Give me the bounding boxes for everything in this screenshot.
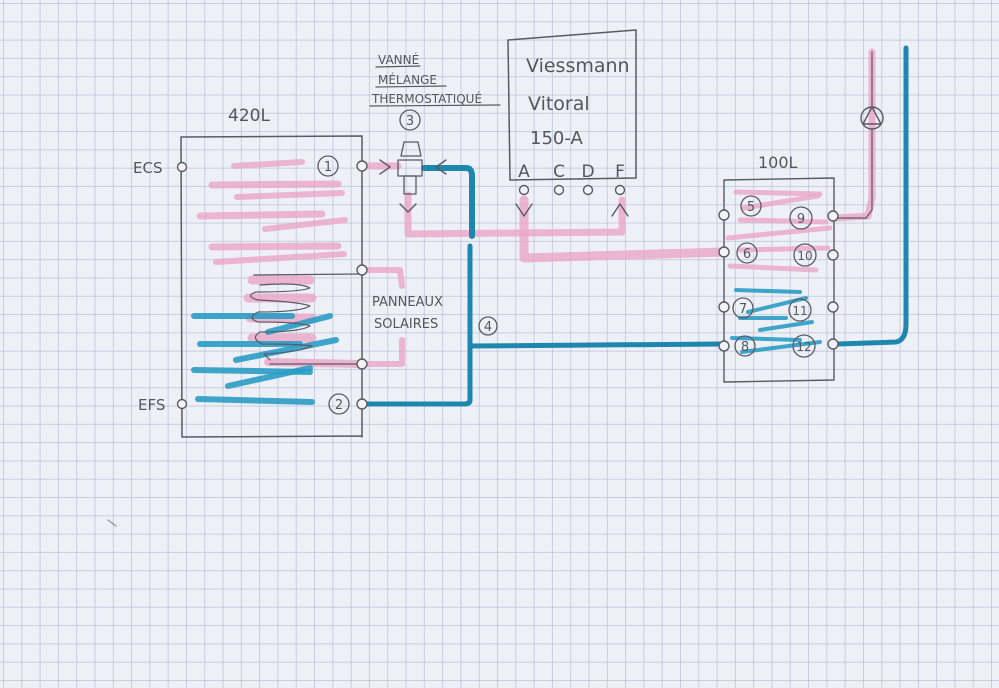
cold-zone-fill-small-tank bbox=[730, 288, 822, 354]
pipe-valve-cold-in bbox=[421, 165, 475, 239]
solar-label-2: SOLAIRES bbox=[374, 317, 438, 332]
port-12 bbox=[827, 338, 839, 350]
pipe-port12-riser bbox=[835, 45, 909, 347]
port-11 bbox=[827, 301, 839, 313]
efs-label: EFS bbox=[138, 396, 165, 414]
tank-420l bbox=[176, 135, 368, 438]
port-9 bbox=[827, 210, 839, 222]
port-5-number: 5 bbox=[747, 200, 755, 215]
solar-coil bbox=[249, 273, 363, 365]
port-8-number: 8 bbox=[741, 340, 749, 355]
junction-circle bbox=[478, 316, 498, 336]
boiler-brand: Viessmann bbox=[526, 55, 630, 77]
valve-label-3: THERMOSTATIQUÉ bbox=[371, 91, 482, 106]
pipe-valve-to-boiler-f bbox=[404, 191, 626, 238]
boiler-conn-a: A bbox=[518, 162, 530, 182]
valve-label-2: MÉLANGE bbox=[378, 72, 437, 87]
port-9-number: 9 bbox=[797, 212, 805, 227]
boiler-conn-c: C bbox=[553, 162, 565, 182]
boiler-conn-d: D bbox=[581, 162, 594, 182]
valve-label-1: VANNÉ bbox=[378, 52, 419, 67]
port-5 bbox=[718, 209, 730, 221]
boiler-port-f bbox=[614, 184, 626, 196]
port-6-number: 6 bbox=[743, 247, 751, 262]
valve-number: 3 bbox=[406, 114, 414, 129]
port-11-number: 11 bbox=[792, 304, 807, 318]
ecs-port bbox=[176, 161, 188, 173]
tank-large-label: 420L bbox=[228, 106, 270, 126]
boiler-port-d bbox=[582, 184, 594, 196]
pipe-solar-return bbox=[359, 337, 405, 367]
efs-port bbox=[176, 398, 188, 410]
hot-zone-fill-large-tank bbox=[196, 159, 364, 368]
pipe-port9-riser bbox=[832, 48, 876, 222]
thermostatic-valve[interactable] bbox=[379, 109, 447, 213]
pipe-boiler-a-to-port6 bbox=[519, 195, 730, 263]
port-7-number: 7 bbox=[739, 302, 747, 317]
stray-mark bbox=[107, 519, 117, 527]
boiler-port-a bbox=[518, 184, 530, 196]
pump-icon[interactable] bbox=[837, 51, 884, 219]
hot-water-pipes bbox=[358, 48, 876, 367]
port-1-number: 1 bbox=[324, 160, 332, 175]
port-1 bbox=[356, 160, 368, 172]
pipe-port2-to-junction bbox=[361, 243, 473, 407]
pipe-junction-to-port8 bbox=[467, 341, 725, 349]
port-7 bbox=[718, 301, 730, 313]
cold-water-pipes bbox=[361, 45, 909, 407]
port-6 bbox=[718, 246, 730, 258]
port-2 bbox=[356, 398, 368, 410]
solar-port-top bbox=[356, 264, 368, 276]
boiler-ref: 150-A bbox=[530, 128, 583, 149]
pipe-solar-supply bbox=[359, 267, 405, 289]
port-10 bbox=[827, 249, 839, 261]
tank-small-label: 100L bbox=[758, 153, 798, 172]
valve-label-underlines bbox=[369, 65, 501, 107]
port-10-number: 10 bbox=[797, 249, 812, 263]
boiler[interactable] bbox=[507, 29, 637, 217]
port-2-number: 2 bbox=[335, 398, 343, 413]
port-12-number: 12 bbox=[796, 340, 811, 354]
port-8 bbox=[718, 340, 730, 352]
tank-100l bbox=[718, 177, 839, 383]
cold-zone-fill-large-tank bbox=[191, 313, 339, 405]
solar-label-1: PANNEAUX bbox=[372, 295, 443, 310]
ecs-label: ECS bbox=[133, 159, 162, 177]
boiler-model: Vitoral bbox=[528, 93, 590, 115]
boiler-conn-f: F bbox=[615, 162, 625, 182]
junction-number: 4 bbox=[484, 320, 492, 335]
solar-port-bottom bbox=[356, 358, 368, 370]
boiler-port-c bbox=[553, 184, 565, 196]
